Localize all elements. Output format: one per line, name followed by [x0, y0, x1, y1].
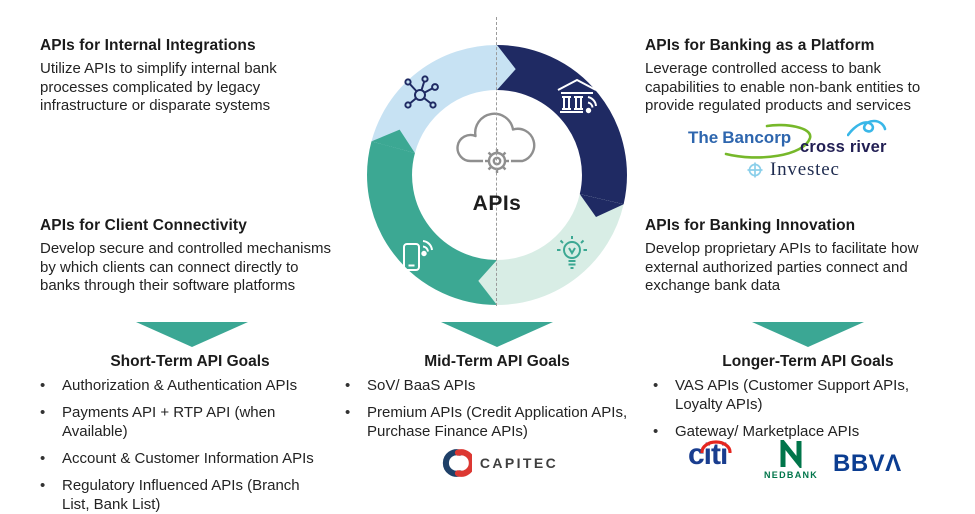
bank-icon: [557, 78, 597, 114]
section-body: Develop secure and controlled mechanisms…: [40, 240, 331, 294]
investec-compass-icon: [747, 162, 763, 178]
section-body: Leverage controlled access to bank capab…: [645, 60, 921, 114]
capitec-mark-icon: [442, 449, 472, 477]
section-body: Utilize APIs to simplify internal bank p…: [40, 60, 277, 114]
down-arrow-icon: [136, 322, 248, 347]
center-divider-line: [496, 17, 497, 306]
segment-client-arrow-tip: [371, 129, 415, 153]
section-title: APIs for Client Connectivity: [40, 217, 247, 234]
segment-innovation-arrow-tip: [478, 260, 497, 305]
apis-label: APIs: [472, 192, 522, 215]
smartphone-icon: [403, 240, 433, 271]
section-internal-integrations: APIs for Internal Integrations Utilize A…: [40, 37, 355, 116]
bullet-item: Regulatory Influenced APIs (Branch List,…: [40, 476, 345, 514]
investec-logo: Investec: [746, 159, 840, 181]
down-arrow-icon: [752, 322, 864, 347]
bullet-item: Authorization & Authentication APIs: [40, 376, 345, 395]
bullet-list-short-term: Authorization & Authentication APIs Paym…: [40, 376, 345, 514]
bullet-item: SoV/ BaaS APIs: [345, 376, 660, 395]
nedbank-emblem-icon: [780, 440, 802, 468]
down-arrow-icon: [441, 322, 553, 347]
section-body: Develop proprietary APIs to facilitate h…: [645, 240, 919, 294]
bbva-logo: BBVΛ: [833, 450, 902, 477]
section-banking-innovation: APIs for Banking Innovation Develop prop…: [645, 217, 975, 296]
bullet-list-longer-term: VAS APIs (Customer Support APIs, Loyalty…: [653, 376, 953, 449]
bullet-item: Payments API + RTP API (when Available): [40, 403, 345, 441]
bullet-item: Premium APIs (Credit Application APIs, P…: [345, 403, 660, 441]
section-title: APIs for Internal Integrations: [40, 37, 256, 54]
citi-logo: citi: [688, 438, 732, 472]
network-icon: [404, 75, 439, 109]
segment-platform-arrow-tip: [579, 194, 624, 217]
section-title: APIs for Banking Innovation: [645, 217, 856, 234]
nedbank-logo-text: NEDBANK: [764, 470, 819, 480]
bullet-item: VAS APIs (Customer Support APIs, Loyalty…: [653, 376, 953, 414]
bullet-list-mid-term: SoV/ BaaS APIs Premium APIs (Credit Appl…: [345, 376, 660, 449]
section-banking-platform: APIs for Banking as a Platform Leverage …: [645, 37, 975, 116]
capitec-logo-text: CAPITEC: [479, 455, 559, 471]
column-heading-longer-term: Longer-Term API Goals: [722, 353, 894, 370]
segment-client-connectivity: [367, 141, 498, 305]
lightbulb-icon: [557, 236, 587, 269]
bullet-item: Gateway/ Marketplace APIs: [653, 422, 953, 441]
bancorp-logo-name: Bancorp: [722, 128, 792, 147]
investec-logo-text: Investec: [770, 159, 840, 180]
bancorp-logo-the: The: [688, 128, 719, 147]
nedbank-logo: NEDBANK: [764, 440, 818, 480]
column-heading-mid-term: Mid-Term API Goals: [424, 353, 570, 370]
bullet-item: Account & Customer Information APIs: [40, 449, 345, 468]
bancorp-swoosh-icon: [724, 123, 812, 159]
section-title: APIs for Banking as a Platform: [645, 37, 875, 54]
cloud-gear-icon: [456, 112, 536, 175]
api-cycle-diagram: [367, 45, 627, 305]
cross-river-swoosh-icon: [846, 119, 886, 137]
column-heading-short-term: Short-Term API Goals: [110, 353, 270, 370]
cross-river-logo: cross river: [800, 118, 887, 157]
segment-internal-arrow-tip: [497, 45, 516, 90]
cross-river-logo-text: cross river: [800, 138, 887, 156]
capitec-logo: CAPITEC: [440, 448, 560, 478]
section-client-connectivity: APIs for Client Connectivity Develop sec…: [40, 217, 380, 296]
segment-banking-platform: [496, 45, 627, 205]
citi-arc-icon: [700, 440, 732, 453]
